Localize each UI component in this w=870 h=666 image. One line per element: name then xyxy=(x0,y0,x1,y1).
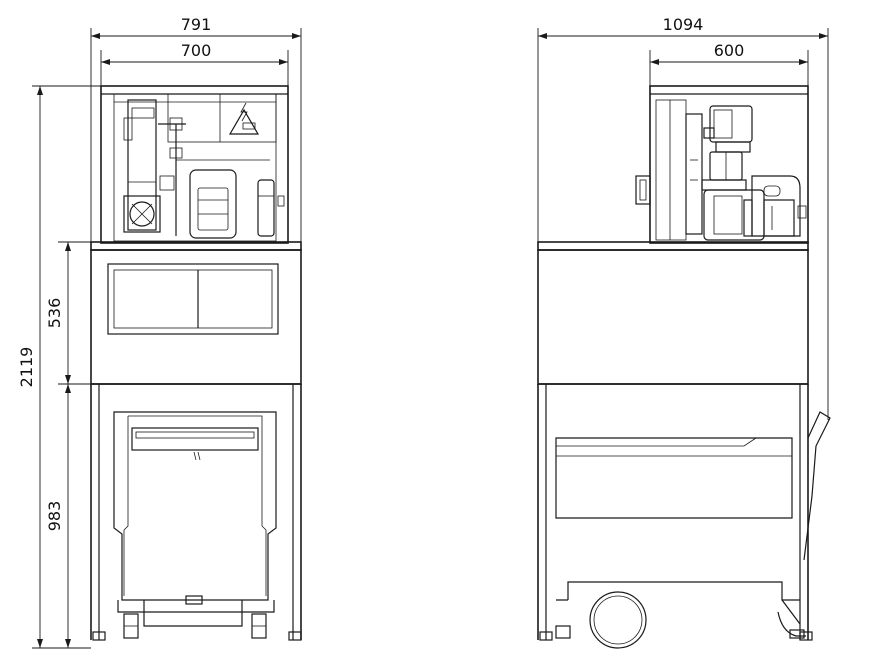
dim-side-overall-depth: 1094 xyxy=(663,15,704,34)
side-bin-cart xyxy=(555,411,831,625)
side-wheels xyxy=(555,591,806,649)
side-upper-cabinet xyxy=(649,85,809,244)
dim-overall-height: 2119 xyxy=(17,347,36,388)
front-window xyxy=(107,263,279,335)
front-motor xyxy=(189,169,237,239)
dimensions: 791 700 1094 600 2119 536 983 xyxy=(17,15,829,649)
electrical-panel xyxy=(167,93,277,143)
front-view xyxy=(90,85,302,641)
dim-front-body-width: 700 xyxy=(181,41,212,60)
warning-triangle-icon xyxy=(228,108,260,135)
side-motor xyxy=(709,105,753,143)
front-bin-cart xyxy=(113,411,277,627)
front-wheels xyxy=(123,613,267,639)
dim-front-overall-width: 791 xyxy=(181,15,212,34)
side-gearbox xyxy=(703,189,765,241)
front-upper-cabinet xyxy=(100,85,289,244)
dim-side-body-depth: 600 xyxy=(714,41,745,60)
dim-upper-section-height: 536 xyxy=(45,298,64,329)
front-gearbox xyxy=(123,195,161,233)
side-view xyxy=(537,85,831,649)
vertical-cylinder xyxy=(127,99,157,231)
side-middle-panel xyxy=(537,249,809,385)
dim-lower-section-height: 983 xyxy=(45,501,64,532)
